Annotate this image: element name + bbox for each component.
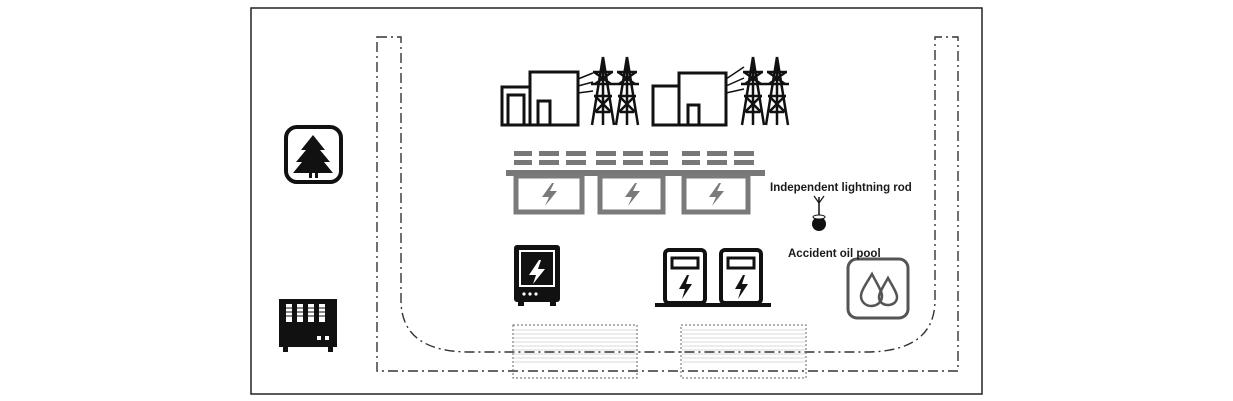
site-boundary — [376, 36, 959, 372]
substation-building-icon — [651, 66, 745, 127]
energy-storage-icon — [514, 245, 560, 306]
lightning-rod-icon — [812, 195, 826, 231]
road-strip-right — [680, 324, 807, 379]
outer-frame — [250, 7, 983, 395]
charging-station-icon — [655, 248, 771, 307]
oil-drops-icon — [846, 257, 910, 320]
road-strip-left — [512, 324, 638, 379]
transformer-panel-icon — [506, 151, 765, 215]
substation-building-icon — [500, 70, 594, 127]
tree-icon — [284, 125, 343, 184]
oil-pool-label: Accident oil pool — [788, 248, 881, 260]
control-cabinet-icon — [279, 299, 337, 352]
transmission-tower-icon — [590, 56, 640, 126]
transmission-tower-icon — [740, 56, 790, 126]
lightning-rod-label: Independent lightning rod — [770, 182, 912, 194]
